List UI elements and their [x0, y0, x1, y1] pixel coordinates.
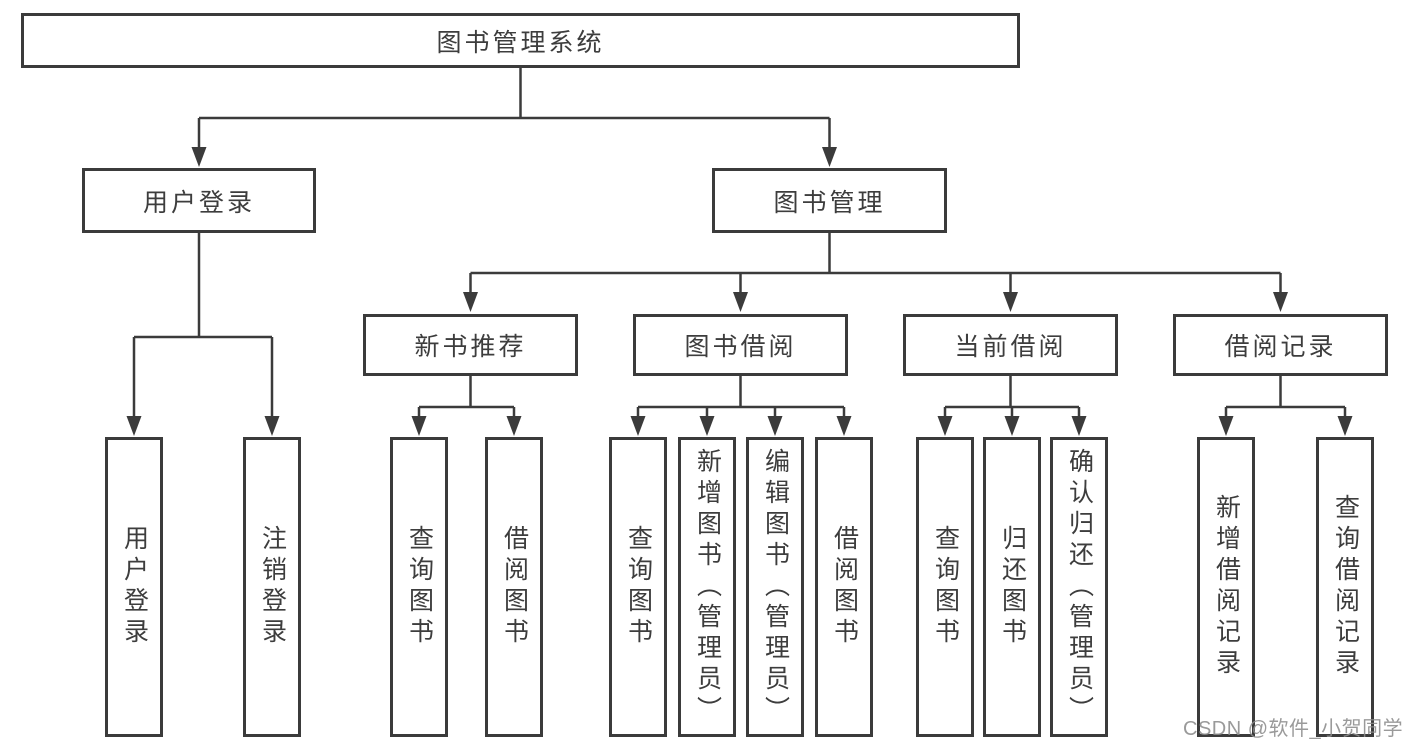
leaf-query-books-borrow: 查询图书: [609, 437, 667, 737]
arrow-down-icon: [264, 416, 280, 436]
node-book-borrowing: 图书借阅: [633, 314, 848, 376]
leaf-return-book: 归还图书: [983, 437, 1041, 737]
arrow-down-icon: [191, 147, 207, 167]
node-label: 借阅图书: [830, 525, 859, 649]
node-borrowing-records: 借阅记录: [1173, 314, 1388, 376]
arrow-down-icon: [822, 147, 837, 167]
node-label: 注销登录: [258, 525, 287, 649]
arrow-down-icon: [937, 416, 953, 436]
node-label: 查询借阅记录: [1331, 494, 1360, 680]
node-new-book-recommend: 新书推荐: [363, 314, 578, 376]
node-label: 编辑图书（管理员）: [761, 447, 790, 727]
arrow-down-icon: [1004, 416, 1020, 436]
node-label: 图书借阅: [684, 333, 797, 361]
arrow-down-icon: [699, 416, 715, 436]
node-label: 图书管理: [773, 188, 886, 217]
connector-root: [197, 68, 831, 150]
connector-borrowing-records: [1224, 376, 1347, 419]
node-book-management: 图书管理: [712, 168, 947, 233]
node-current-borrowing: 当前借阅: [903, 314, 1118, 376]
node-label: 用户登录: [142, 188, 255, 217]
arrow-down-icon: [506, 416, 522, 436]
leaf-logout: 注销登录: [243, 437, 301, 737]
connector-new-book-recommend: [417, 376, 516, 419]
leaf-query-borrow-record: 查询借阅记录: [1316, 437, 1374, 737]
leaf-confirm-return-admin: 确认归还（管理员）: [1050, 437, 1108, 737]
leaf-add-borrow-record: 新增借阅记录: [1197, 437, 1255, 737]
node-label: 查询图书: [931, 525, 960, 649]
node-label: 用户登录: [120, 525, 149, 649]
node-root: 图书管理系统: [21, 13, 1020, 68]
leaf-borrow-books-recommend: 借阅图书: [485, 437, 543, 737]
node-label: 借阅记录: [1224, 333, 1337, 361]
leaf-add-book-admin: 新增图书（管理员）: [678, 437, 736, 737]
node-label: 归还图书: [998, 525, 1027, 649]
connector-book-borrowing: [636, 376, 846, 419]
arrow-down-icon: [1273, 292, 1288, 312]
arrowheads: [126, 147, 1353, 436]
node-label: 图书管理系统: [436, 28, 605, 57]
node-label: 新增借阅记录: [1212, 494, 1241, 680]
node-user-login: 用户登录: [82, 168, 316, 233]
node-label: 借阅图书: [500, 525, 529, 649]
csdn-watermark: CSDN @软件_小贺同学: [1183, 718, 1404, 740]
arrow-down-icon: [767, 416, 783, 436]
leaf-user-login: 用户登录: [105, 437, 163, 737]
node-label: 新书推荐: [414, 333, 527, 361]
arrow-down-icon: [1003, 292, 1018, 312]
connector-current-borrowing: [943, 376, 1081, 419]
node-label: 当前借阅: [954, 333, 1067, 361]
arrow-down-icon: [733, 292, 748, 312]
leaf-edit-book-admin: 编辑图书（管理员）: [746, 437, 804, 737]
arrow-down-icon: [126, 416, 142, 436]
leaf-query-books-current: 查询图书: [916, 437, 974, 737]
node-label: 新增图书（管理员）: [693, 447, 722, 727]
arrow-down-icon: [1218, 416, 1234, 436]
arrow-down-icon: [463, 292, 478, 312]
arrow-down-icon: [630, 416, 646, 436]
arrow-down-icon: [1337, 416, 1353, 436]
arrow-down-icon: [411, 416, 427, 436]
leaf-borrow-books: 借阅图书: [815, 437, 873, 737]
connector-book-management: [469, 233, 1282, 295]
node-label: 查询图书: [624, 525, 653, 649]
leaf-query-books-recommend: 查询图书: [390, 437, 448, 737]
connector-user-login: [132, 233, 274, 419]
arrow-down-icon: [836, 416, 852, 436]
arrow-down-icon: [1071, 416, 1087, 436]
node-label: 查询图书: [405, 525, 434, 649]
node-label: 确认归还（管理员）: [1065, 447, 1094, 727]
